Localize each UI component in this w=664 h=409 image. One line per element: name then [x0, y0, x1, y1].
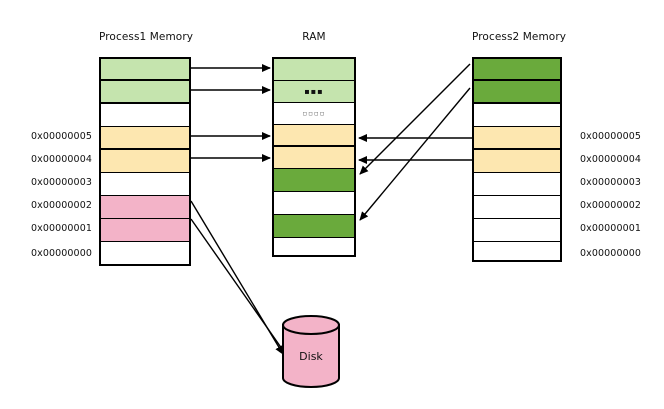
ram-cell-6[interactable]: ▪▪▪	[274, 81, 354, 103]
process1-cell-base[interactable]	[101, 242, 189, 264]
process2-address-0: 0x00000000	[580, 248, 642, 259]
process2-address-3: 0x00000003	[580, 177, 642, 188]
process1-address-4: 0x00000004	[30, 154, 92, 165]
process2-title: Process2 Memory	[472, 31, 567, 43]
process2-memory-column	[472, 57, 562, 262]
ram-cell-base[interactable]	[274, 238, 354, 255]
disk-label: Disk	[299, 350, 323, 363]
process1-cell-0[interactable]	[101, 219, 189, 242]
process1-cell-5[interactable]	[101, 104, 189, 127]
arrows-process2-to-ram-horizontal	[358, 134, 472, 164]
arrow-p2-cell8-to-ram-cell2	[359, 63, 471, 175]
process1-address-1: 0x00000001	[30, 223, 92, 234]
ram-column: ▪▪▪ ▫▫▫▫	[272, 57, 356, 257]
process2-cell-4[interactable]	[474, 150, 560, 173]
ram-cell-5[interactable]: ▫▫▫▫	[274, 103, 354, 125]
ram-cell-7[interactable]	[274, 59, 354, 81]
process2-cell-2[interactable]	[474, 196, 560, 219]
process2-cell-3[interactable]	[474, 173, 560, 196]
ram-cell-3[interactable]	[274, 147, 354, 169]
process2-address-2: 0x00000002	[580, 200, 642, 211]
process1-address-5: 0x00000005	[30, 131, 92, 142]
process1-cell-2[interactable]	[101, 173, 189, 196]
arrow-p1-cell1-to-disk	[190, 200, 284, 355]
ram-cell-0[interactable]	[274, 215, 354, 238]
process1-cell-3[interactable]	[101, 150, 189, 173]
process1-cell-6[interactable]	[101, 81, 189, 104]
process2-address-5: 0x00000005	[580, 131, 642, 142]
ram-cell-1[interactable]	[274, 192, 354, 215]
ram-cell-2[interactable]	[274, 169, 354, 192]
ram-cell-6-mark: ▪▪▪	[304, 86, 324, 96]
process1-cell-7[interactable]	[101, 59, 189, 81]
process2-cell-5[interactable]	[474, 127, 560, 150]
arrows-process2-to-ram-diagonal	[359, 63, 471, 221]
process1-cell-1[interactable]	[101, 196, 189, 219]
arrows-process1-to-ram	[191, 64, 271, 162]
process2-cell-0[interactable]	[474, 242, 560, 260]
disk-cylinder-top	[282, 315, 340, 335]
process1-title: Process1 Memory	[99, 31, 194, 43]
process1-address-2: 0x00000002	[30, 200, 92, 211]
ram-cell-5-mark: ▫▫▫▫	[302, 109, 326, 117]
process1-address-0: 0x00000000	[30, 248, 92, 259]
process2-cell-1[interactable]	[474, 219, 560, 242]
process2-cell-7[interactable]	[474, 81, 560, 104]
process2-cell-6[interactable]	[474, 104, 560, 127]
arrow-p2-cell7-to-ram-cell0	[359, 87, 471, 221]
process1-memory-column	[99, 57, 191, 266]
process1-cell-4[interactable]	[101, 127, 189, 150]
ram-title: RAM	[302, 31, 326, 43]
process1-address-3: 0x00000003	[30, 177, 92, 188]
process2-address-1: 0x00000001	[580, 223, 642, 234]
ram-cell-4[interactable]	[274, 125, 354, 147]
process2-cell-8[interactable]	[474, 59, 560, 81]
process2-address-4: 0x00000004	[580, 154, 642, 165]
